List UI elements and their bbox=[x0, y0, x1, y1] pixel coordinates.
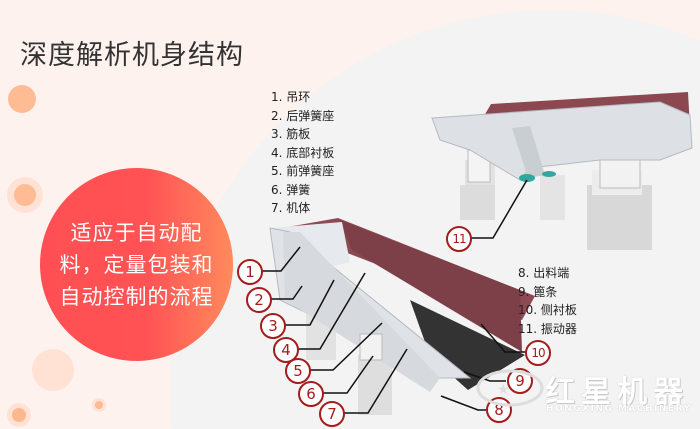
decor-dot bbox=[8, 85, 36, 113]
legend-item: 6. 弹簧 bbox=[271, 182, 311, 197]
callout-5: 5 bbox=[285, 358, 311, 384]
brand-logo-icon: ★ bbox=[476, 369, 544, 407]
callout-6: 6 bbox=[298, 381, 324, 407]
legend-item: 3. 筋板 bbox=[271, 127, 311, 141]
legend-item: 7. 机体 bbox=[271, 201, 311, 215]
callout-3: 3 bbox=[260, 313, 286, 339]
legend-item: 10. 侧衬板 bbox=[518, 303, 577, 317]
legend-item: 8. 出料端 bbox=[518, 266, 570, 280]
page-title: 深度解析机身结构 bbox=[20, 40, 244, 71]
legend-item: 4. 底部衬板 bbox=[271, 145, 335, 160]
legend-right: 8. 出料端 9. 篦条 10. 侧衬板 11. 振动器 bbox=[518, 264, 577, 338]
legend-item: 5. 前弹簧座 bbox=[271, 164, 335, 178]
legend-item: 11. 振动器 bbox=[518, 321, 577, 336]
highlight-circle bbox=[40, 168, 233, 361]
legend-item: 9. 篦条 bbox=[518, 284, 558, 299]
decor-dot bbox=[12, 408, 26, 422]
top-machine bbox=[431, 92, 693, 250]
legend-item: 2. 后弹簧座 bbox=[271, 108, 335, 123]
decor-dot bbox=[95, 401, 103, 409]
svg-text:★: ★ bbox=[497, 382, 510, 398]
decor-dot bbox=[14, 184, 36, 206]
highlight-text: 适应于自动配 料，定量包装和 自动控制的流程 bbox=[40, 168, 233, 361]
legend-left: 1. 吊环 2. 后弹簧座 3. 筋板 4. 底部衬板 5. 前弹簧座 6. 弹… bbox=[271, 88, 334, 218]
leader-lines bbox=[262, 179, 528, 414]
watermark-brand-cn: 红星机器 bbox=[545, 375, 689, 410]
watermark-brand-en: HONGXING MACHINERY bbox=[546, 404, 692, 414]
highlight-line: 料，定量包装和 bbox=[59, 252, 214, 277]
callout-2: 2 bbox=[246, 287, 272, 313]
callout-10: 10 bbox=[525, 340, 551, 366]
highlight-line: 适应于自动配 bbox=[70, 220, 203, 245]
callout-7: 7 bbox=[319, 401, 345, 427]
decor-dot bbox=[32, 349, 74, 391]
callout-1: 1 bbox=[237, 259, 263, 285]
bottom-machine bbox=[269, 218, 535, 415]
highlight-line: 自动控制的流程 bbox=[59, 284, 214, 309]
callout-11: 11 bbox=[446, 226, 472, 252]
legend-item: 1. 吊环 bbox=[271, 90, 311, 104]
